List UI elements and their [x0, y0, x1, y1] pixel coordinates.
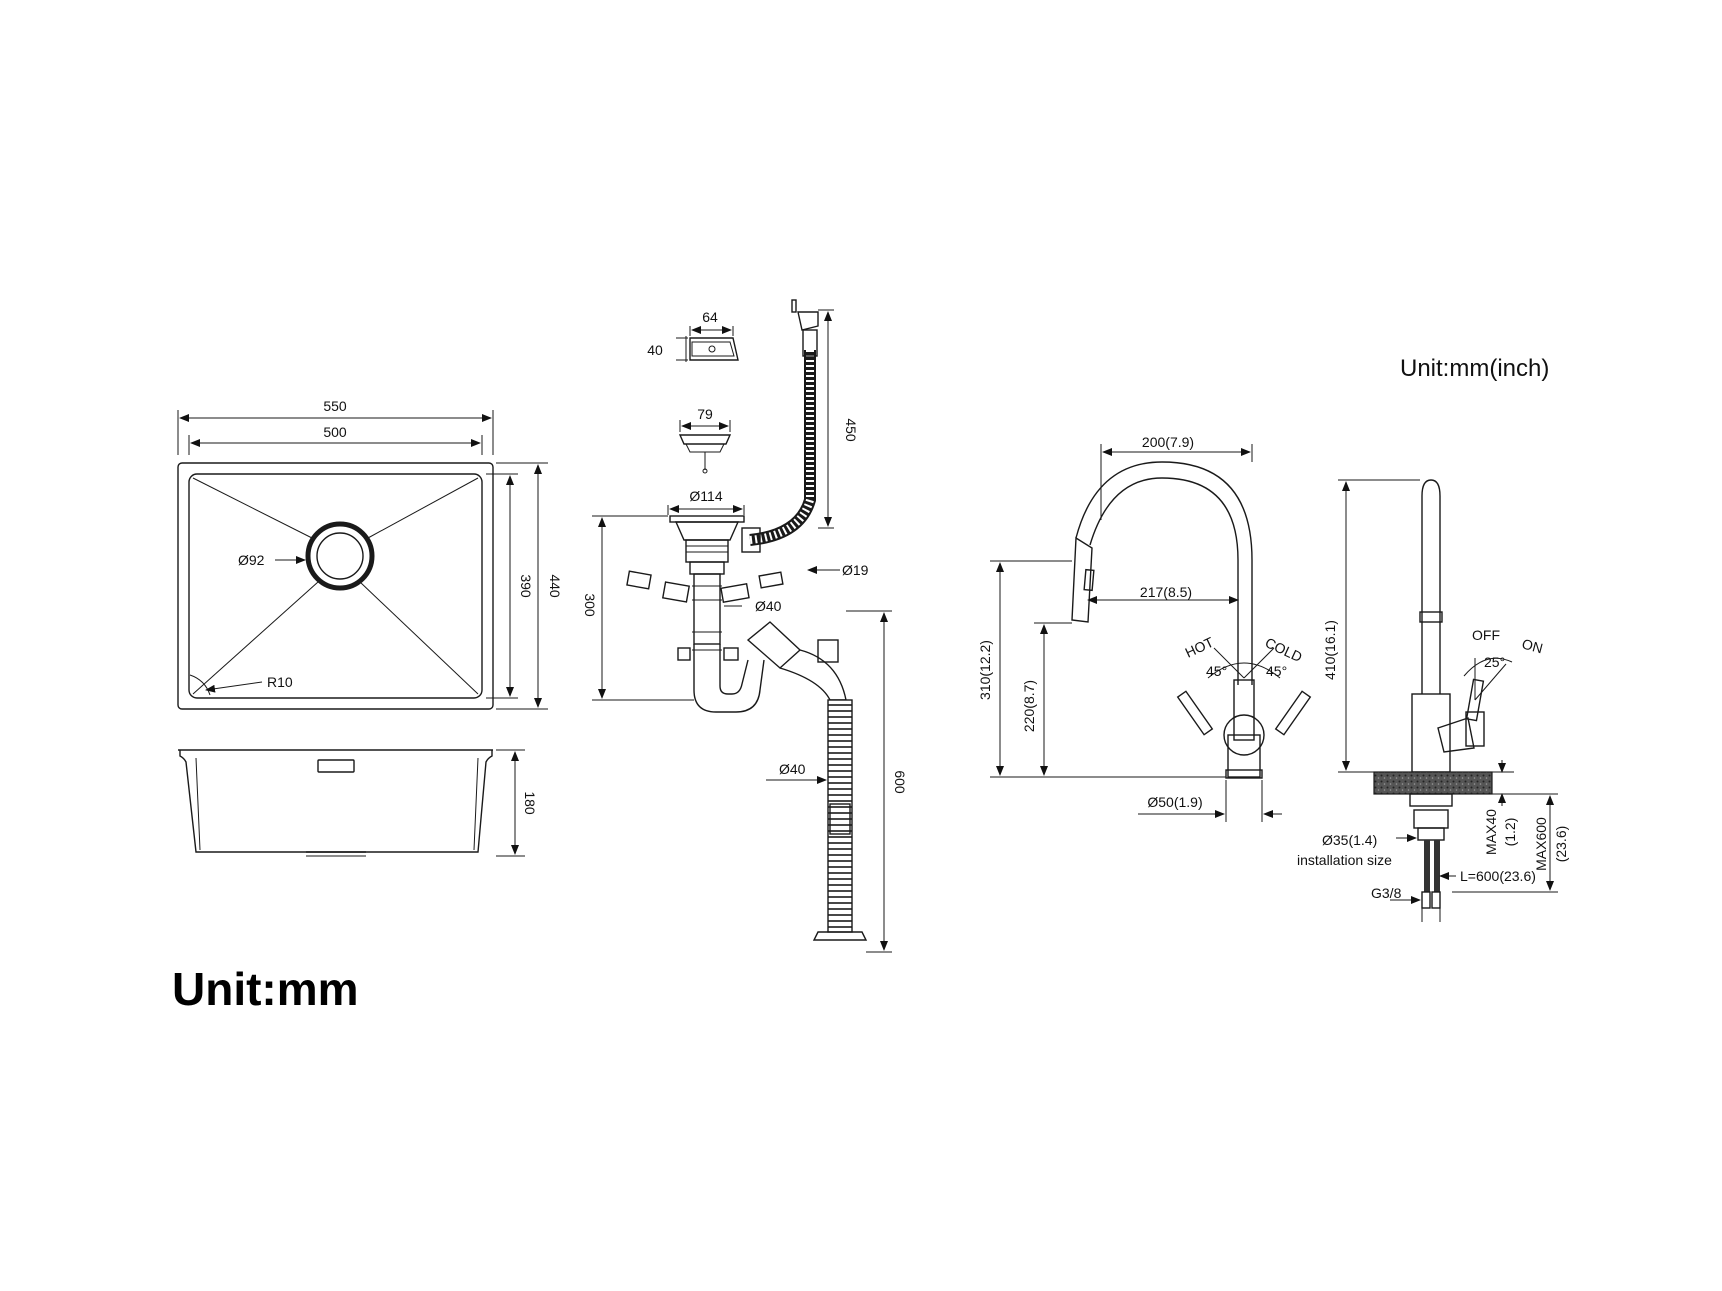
dim-thread: G3/8 — [1371, 885, 1402, 901]
dim-hose-length: L=600(23.6) — [1460, 868, 1536, 884]
dim-overflow-height: 40 — [647, 342, 663, 358]
overflow-hose-top — [802, 329, 818, 357]
dim-outer-height: 440 — [547, 574, 563, 598]
unit-label-left: Unit:mm — [172, 963, 359, 1015]
dim-base-dia: Ø50(1.9) — [1147, 794, 1202, 810]
dim-basket-dia: 79 — [697, 406, 713, 422]
dim-drain-dia: Ø92 — [238, 552, 265, 568]
faucet-body — [1223, 714, 1265, 756]
countertop — [1373, 771, 1493, 795]
strainer-flange — [669, 515, 745, 523]
faucet-side-view: OFF ON 25° 410(16.1) MAX40 (1.2) MAX600 … — [1297, 479, 1569, 922]
dim-hole-label: installation size — [1297, 852, 1392, 868]
drain-kit: 64 40 79 Ø114 — [582, 299, 908, 953]
hot-handle — [1176, 690, 1214, 736]
dim-overflow-hose-length: 450 — [843, 418, 859, 442]
label-hot: HOT — [1183, 634, 1217, 661]
dim-outlet-dia: Ø40 — [779, 761, 806, 777]
dim-outlet-length: 600 — [892, 770, 908, 794]
dim-max-deck-inch: (1.2) — [1502, 818, 1518, 847]
basket-strainer — [678, 434, 732, 445]
dim-inner-width: 500 — [323, 424, 347, 440]
sink-side-view: 180 — [178, 749, 538, 857]
dim-hole-dia: Ø35(1.4) — [1322, 832, 1377, 848]
drain-outer-ring — [305, 521, 375, 591]
overflow-hose — [749, 350, 816, 546]
drain-hole — [316, 532, 364, 580]
sink-top-view: 550 500 390 440 Ø92 R10 — [177, 398, 563, 710]
tail-pipe — [693, 573, 721, 645]
angle-cold: 45° — [1266, 663, 1287, 679]
dim-reach-spout: 217(8.5) — [1140, 584, 1192, 600]
sink-bowl-edge — [188, 473, 483, 699]
unit-label-right: Unit:mm(inch) — [1400, 355, 1549, 382]
pullout-head — [1071, 536, 1093, 623]
faucet-side-spout — [1421, 479, 1441, 694]
dim-hose-dia: Ø19 — [842, 562, 869, 578]
dim-sink-depth: 180 — [522, 791, 538, 815]
dim-max-deck: MAX40 — [1483, 809, 1499, 855]
angle-side: 25° — [1484, 654, 1505, 670]
outlet-hose-end — [812, 931, 868, 941]
dim-strainer-dia: Ø114 — [689, 488, 722, 504]
side-lever — [1465, 678, 1485, 722]
faucet-side-body — [1411, 693, 1451, 773]
faucet-front-view: HOT COLD 45° 45° 200(7.9) 217(8.5) 310(1… — [977, 434, 1312, 822]
dim-height-spout: 220(8.7) — [1021, 680, 1037, 732]
label-off: OFF — [1472, 627, 1500, 643]
faucet-spout-outer — [1089, 477, 1239, 685]
dim-max-hose: MAX600 — [1533, 817, 1549, 871]
dim-max-hose-inch: (23.6) — [1553, 826, 1569, 863]
overflow-cover — [689, 337, 739, 361]
cold-handle — [1274, 690, 1312, 736]
supply-hose-cold — [1434, 840, 1440, 892]
dim-height-side: 410(16.1) — [1322, 620, 1338, 680]
supply-hose-hot — [1424, 840, 1430, 892]
dim-height-total: 310(12.2) — [977, 640, 993, 700]
label-on: ON — [1520, 635, 1544, 656]
sink-outer-rim — [177, 462, 494, 710]
dim-pipe-dia: Ø40 — [755, 598, 782, 614]
dim-overflow-width: 64 — [702, 309, 718, 325]
label-cold: COLD — [1263, 634, 1305, 665]
dim-reach-top: 200(7.9) — [1142, 434, 1194, 450]
angle-hot: 45° — [1206, 663, 1227, 679]
dim-inner-height: 390 — [518, 574, 534, 598]
outlet-hose — [827, 699, 853, 933]
dim-corner-radius: R10 — [267, 674, 293, 690]
outlet-elbow — [746, 621, 802, 669]
overflow-slot — [317, 759, 355, 773]
p-trap — [693, 644, 765, 713]
dim-trap-height: 300 — [582, 593, 598, 617]
dim-outer-width: 550 — [323, 398, 347, 414]
